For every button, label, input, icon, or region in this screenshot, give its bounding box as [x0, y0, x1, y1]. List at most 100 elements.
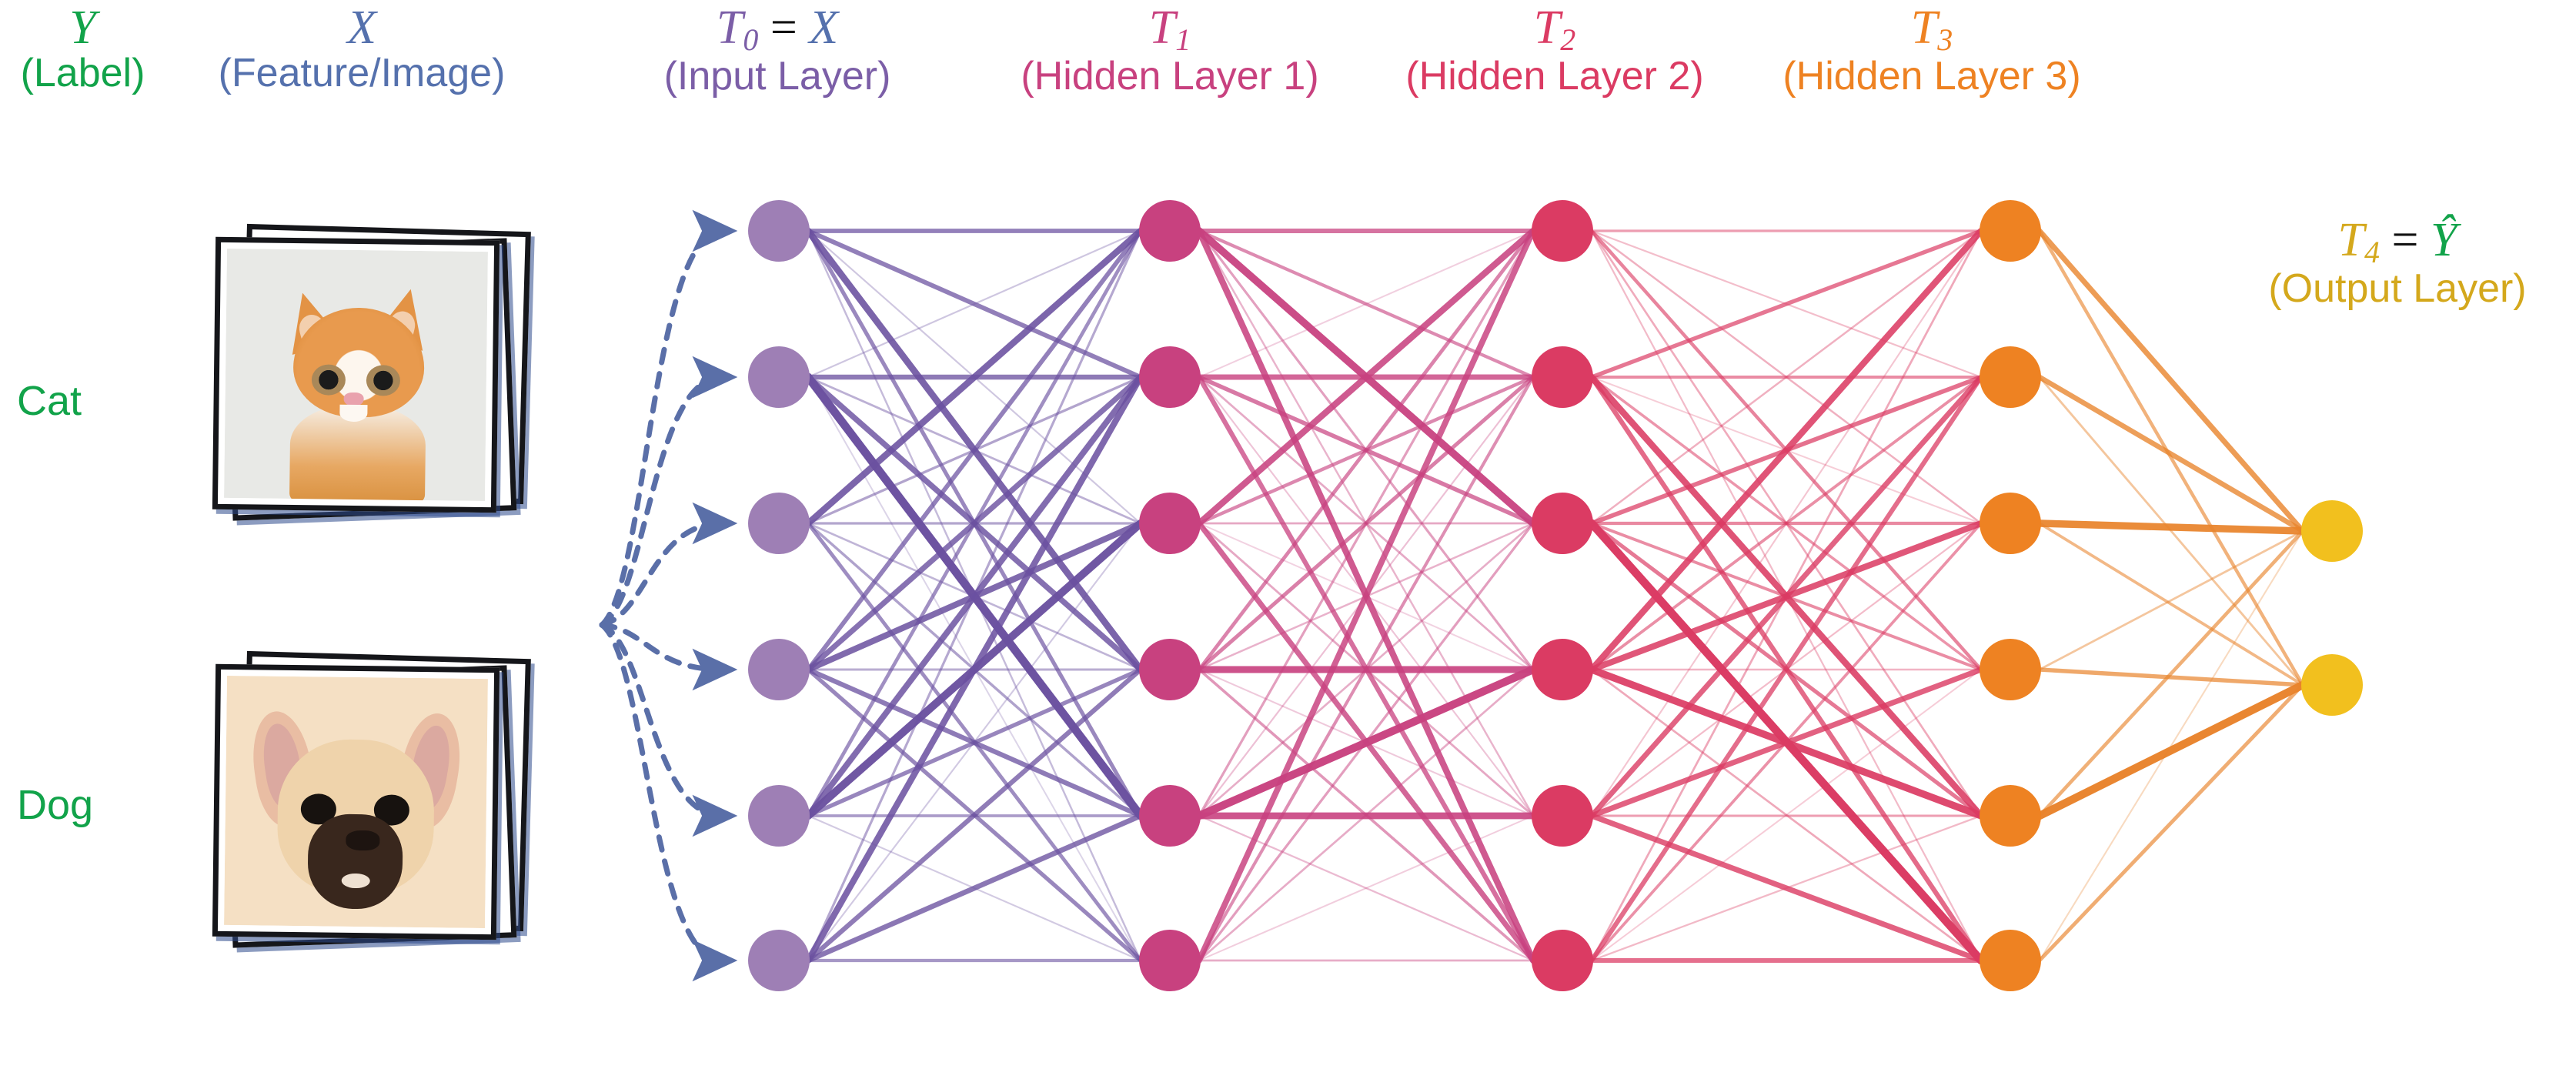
t3-T: T	[1910, 2, 1938, 54]
header-symbol-t3: T3	[1755, 3, 2109, 55]
header-label-t0: T0 = X (Input Layer)	[608, 2, 947, 99]
dog-image	[224, 675, 488, 929]
edge	[807, 229, 1142, 379]
input-arrow	[599, 622, 738, 837]
edge	[1198, 814, 1535, 962]
header-symbol-y: Y	[69, 2, 96, 54]
input-arrow	[599, 622, 738, 982]
header-symbol-t1: T1	[993, 3, 1347, 55]
edge	[1590, 668, 1983, 962]
edge	[1590, 522, 1983, 962]
header-sub-t4: (Output Layer)	[2268, 266, 2527, 312]
neuron-node-hidden3-1[interactable]	[1980, 200, 2041, 262]
edge	[2036, 374, 2306, 534]
header-sub-t1: (Hidden Layer 1)	[1021, 54, 1319, 99]
t0-equals: =	[758, 2, 810, 54]
edge	[1197, 229, 1535, 672]
neuron-node-output-1[interactable]	[2301, 500, 2363, 562]
t1-index: 1	[1175, 22, 1191, 57]
t1-T: T	[1148, 2, 1176, 54]
header-sub-t0: (Input Layer)	[663, 54, 891, 99]
input-arrow	[599, 622, 738, 691]
neuron-node-hidden2-6[interactable]	[1532, 930, 1593, 991]
sample-label-dog: Dog	[17, 782, 94, 828]
cat-eye-left	[311, 364, 346, 396]
t4-T: T	[2337, 214, 2365, 266]
edge	[804, 227, 1144, 527]
header-label-t4: T4 = Ŷ (Output Layer)	[2217, 214, 2576, 312]
edge	[1198, 229, 1535, 379]
neuron-node-hidden3-3[interactable]	[1980, 493, 2041, 554]
neuron-node-hidden2-5[interactable]	[1532, 785, 1593, 847]
edge	[806, 229, 1143, 672]
edge	[1198, 229, 1535, 817]
edge	[1590, 229, 1983, 817]
neuron-node-hidden1-4[interactable]	[1139, 639, 1201, 700]
edge	[1589, 229, 1983, 379]
edge	[2035, 680, 2307, 820]
dog-nose	[346, 830, 380, 851]
dog-muzzle	[307, 813, 403, 910]
header-label-x: X (Feature/Image)	[177, 3, 546, 95]
edge	[1589, 374, 1984, 964]
neuron-node-input-5[interactable]	[748, 785, 810, 847]
edge	[1590, 668, 1983, 962]
neuron-node-input-6[interactable]	[748, 930, 810, 991]
edge	[1195, 227, 1537, 527]
t2-T: T	[1533, 2, 1561, 54]
input-arrow	[599, 356, 738, 628]
neuron-node-hidden2-4[interactable]	[1532, 639, 1593, 700]
neuron-node-hidden2-3[interactable]	[1532, 493, 1593, 554]
header-label-t3: T3 (Hidden Layer 3)	[1755, 3, 2109, 99]
edge	[1590, 229, 1983, 525]
neuron-node-hidden2-2[interactable]	[1532, 346, 1593, 408]
neuron-node-output-2[interactable]	[2301, 654, 2363, 716]
edge	[2037, 683, 2305, 963]
input-arrow	[599, 209, 738, 628]
edge-group	[804, 227, 2307, 965]
edge	[805, 813, 1144, 964]
edge	[806, 229, 1143, 379]
neuron-node-hidden1-3[interactable]	[1139, 493, 1201, 554]
edge	[1589, 813, 1984, 964]
header-sub-t3: (Hidden Layer 3)	[1782, 54, 2081, 99]
edge	[2038, 529, 2304, 671]
edge	[2038, 529, 2304, 962]
neuron-node-input-4[interactable]	[748, 639, 810, 700]
neuron-node-hidden3-6[interactable]	[1980, 930, 2041, 991]
edge	[1198, 668, 1535, 962]
edge	[1588, 227, 1985, 673]
edge	[805, 374, 1144, 819]
neuron-node-hidden3-4[interactable]	[1980, 639, 2041, 700]
neuron-node-hidden2-1[interactable]	[1532, 200, 1593, 262]
edge	[1197, 375, 1535, 963]
edge	[1589, 374, 1984, 819]
neuron-node-hidden1-2[interactable]	[1139, 346, 1201, 408]
neuron-node-hidden1-6[interactable]	[1139, 930, 1201, 991]
header-sub-y: (Label)	[20, 51, 145, 96]
neuron-node-hidden1-1[interactable]	[1139, 200, 1201, 262]
t3-index: 3	[1937, 22, 1953, 57]
edge	[1590, 376, 1983, 671]
neuron-node-hidden3-5[interactable]	[1980, 785, 2041, 847]
t4-equals: =	[2380, 214, 2431, 266]
neuron-node-input-3[interactable]	[748, 493, 810, 554]
edge	[2038, 376, 2304, 686]
sample-label-cat: Cat	[17, 378, 82, 424]
edge	[1196, 228, 1536, 964]
edge	[806, 667, 1143, 818]
dog-lip	[342, 873, 370, 889]
neuron-node-input-2[interactable]	[748, 346, 810, 408]
neuron-node-hidden3-2[interactable]	[1980, 346, 2041, 408]
t4-yhat: Ŷ	[2430, 214, 2457, 266]
edge	[1198, 522, 1535, 962]
input-arrow	[599, 502, 738, 628]
edge	[2036, 228, 2306, 534]
edge	[2038, 522, 2304, 686]
input-arrow-group	[599, 209, 738, 982]
header-label-t1: T1 (Hidden Layer 1)	[993, 3, 1347, 99]
neuron-node-hidden1-5[interactable]	[1139, 785, 1201, 847]
header-label-y: Y (Label)	[0, 3, 165, 95]
neuron-node-input-1[interactable]	[748, 200, 810, 262]
